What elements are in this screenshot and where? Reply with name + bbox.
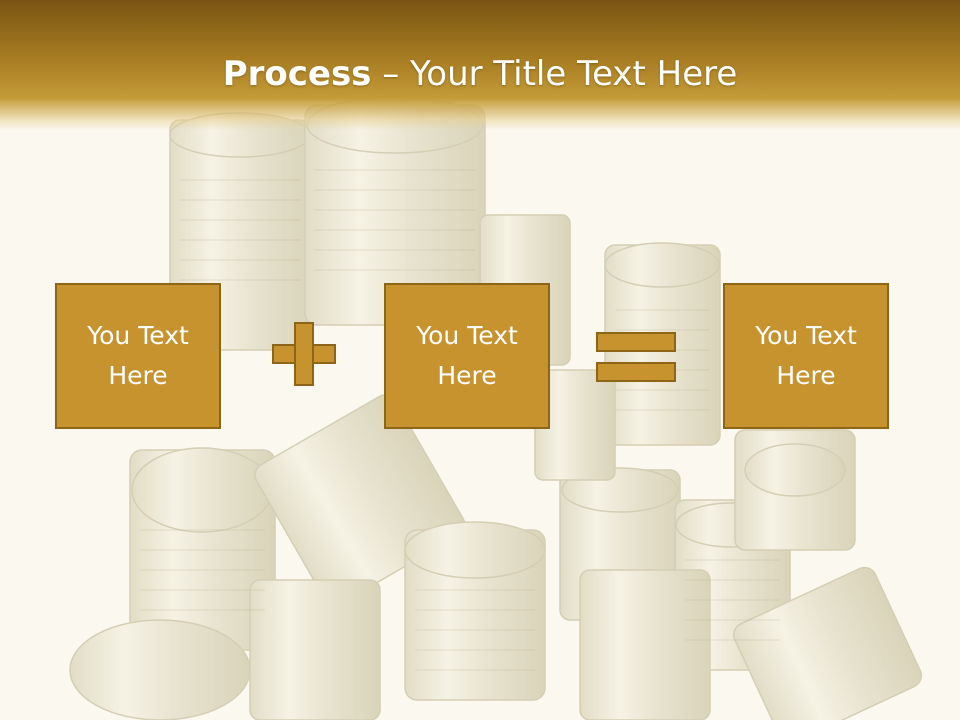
plus-icon — [272, 322, 336, 386]
process-box-label: You Text Here — [87, 321, 189, 390]
title-bold-text: Process — [222, 54, 372, 94]
process-box-3[interactable]: You Text Here — [723, 283, 889, 429]
process-box-1[interactable]: You Text Here — [55, 283, 221, 429]
slide-title[interactable]: Process – Your Title Text Here — [0, 52, 960, 96]
title-bar — [0, 0, 960, 130]
process-box-2[interactable]: You Text Here — [384, 283, 550, 429]
title-rest-text: – Your Title Text Here — [371, 54, 738, 94]
process-box-label: You Text Here — [416, 321, 518, 390]
equals-icon — [596, 332, 676, 384]
process-box-label: You Text Here — [755, 321, 857, 390]
